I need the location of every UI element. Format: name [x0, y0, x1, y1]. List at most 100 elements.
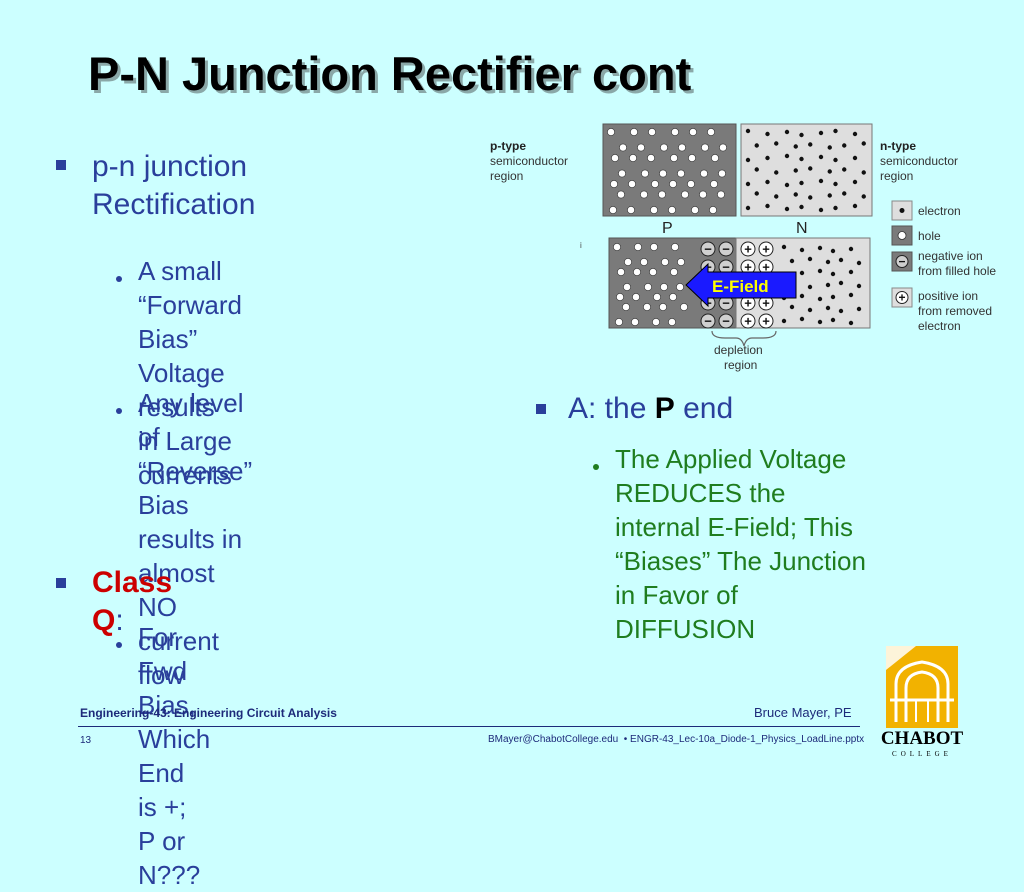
hole-icon	[630, 128, 638, 136]
logo-subtext: COLLEGE	[892, 750, 952, 758]
electron-icon	[852, 203, 858, 209]
positive-ion-icon	[758, 241, 774, 257]
electron-icon	[899, 208, 905, 213]
hole-icon	[632, 293, 640, 301]
ion-sign: −	[704, 242, 712, 257]
electron-icon	[808, 166, 813, 171]
electron-icon	[842, 167, 847, 172]
electron-icon	[784, 153, 790, 159]
hole-icon	[648, 128, 656, 136]
electron-icon	[833, 157, 838, 163]
electron-icon	[827, 193, 832, 198]
electron-icon	[830, 294, 836, 300]
hole-icon	[652, 318, 660, 326]
hole-icon	[718, 169, 726, 178]
electron-icon	[799, 156, 804, 162]
bullet-marker	[56, 578, 66, 588]
footer-file: BMayer@ChabotCollege.edu • ENGR-43_Lec-1…	[488, 734, 865, 745]
footer-page-number: 13	[80, 735, 92, 746]
electron-icon	[830, 271, 836, 277]
negative-ion-icon	[718, 313, 734, 329]
svg-text:+: +	[898, 291, 905, 305]
hole-icon	[628, 180, 636, 188]
legend-positive-ion: positive ion	[918, 289, 978, 303]
electron-icon	[765, 203, 770, 209]
hole-icon	[634, 243, 642, 251]
electron-icon	[817, 319, 823, 325]
bullet-marker	[56, 160, 66, 170]
footer-course: Engineering-43: Engineering Circuit Anal…	[80, 706, 337, 720]
electron-icon	[825, 282, 831, 288]
depletion-brace	[711, 330, 777, 347]
chabot-logo: CHABOT COLLEGE	[876, 644, 968, 766]
electron-icon	[817, 296, 823, 302]
sub-bullet-marker	[116, 276, 122, 282]
electron-icon	[745, 181, 751, 187]
hole-icon	[649, 268, 657, 276]
hole-icon	[609, 206, 617, 214]
tick-mark: i	[580, 241, 582, 250]
electron-icon	[818, 154, 824, 160]
label-p: P	[662, 220, 673, 237]
electron-icon	[856, 260, 862, 266]
electron-icon	[784, 206, 790, 212]
electron-icon	[842, 191, 847, 196]
electron-icon	[793, 144, 798, 149]
hole-icon	[677, 169, 685, 178]
hole-icon	[681, 190, 689, 199]
electron-icon	[838, 308, 844, 314]
legend-hole: hole	[918, 229, 941, 243]
electron-icon	[745, 205, 751, 211]
hole-icon	[671, 243, 679, 251]
positive-ion-icon	[740, 313, 756, 329]
electron-icon	[861, 141, 866, 146]
hole-icon	[707, 128, 715, 136]
ion-sign: +	[744, 296, 752, 311]
bullet-answer: A: the P end	[568, 392, 734, 425]
hole-icon	[644, 283, 652, 291]
hole-icon	[699, 190, 707, 199]
hole-icon	[653, 293, 661, 301]
electron-icon	[793, 168, 798, 173]
hole-icon	[668, 318, 676, 326]
electron-icon	[856, 283, 862, 289]
ion-sign: +	[762, 296, 770, 311]
positive-ion-icon	[758, 313, 774, 329]
electron-icon	[861, 170, 866, 175]
hole-icon	[611, 154, 619, 162]
hole-icon	[629, 154, 637, 162]
hole-icon	[615, 318, 623, 326]
hole-icon	[610, 180, 618, 188]
hole-icon	[616, 293, 624, 301]
ion-sign: −	[704, 314, 712, 329]
electron-icon	[754, 143, 759, 148]
holes-group	[607, 128, 727, 214]
depletion-label: depletion	[714, 343, 763, 357]
electron-icon	[861, 194, 866, 199]
sub-bullet-marker	[116, 408, 122, 414]
electron-icon	[754, 191, 759, 196]
hole-icon	[619, 143, 627, 152]
n-block-separate	[740, 123, 873, 217]
electron-icon	[838, 257, 844, 263]
bullet-pn-junction: p-n junction Rectification	[92, 150, 256, 221]
hole-icon	[660, 283, 668, 291]
electron-icon	[827, 169, 832, 174]
hole-icon	[660, 143, 668, 152]
hole-icon	[651, 180, 659, 188]
hole-icon	[613, 243, 621, 251]
hole-icon	[641, 169, 649, 178]
electron-icon	[774, 194, 779, 199]
electron-icon	[765, 131, 770, 137]
hole-icon	[668, 206, 676, 214]
sub-bullet-question: For Fwd Bias, Which End is +; P or N???	[138, 622, 211, 890]
ion-sign: +	[762, 242, 770, 257]
negative-ion-icon	[700, 313, 716, 329]
electron-icon	[799, 204, 804, 210]
efield-label: E-Field	[712, 277, 769, 296]
hole-icon	[637, 143, 645, 152]
sub-bullet-explanation: The Applied Voltage REDUCES the internal…	[615, 444, 866, 644]
hole-icon	[688, 154, 696, 162]
ion-sign: +	[744, 242, 752, 257]
electron-icon	[825, 305, 831, 311]
